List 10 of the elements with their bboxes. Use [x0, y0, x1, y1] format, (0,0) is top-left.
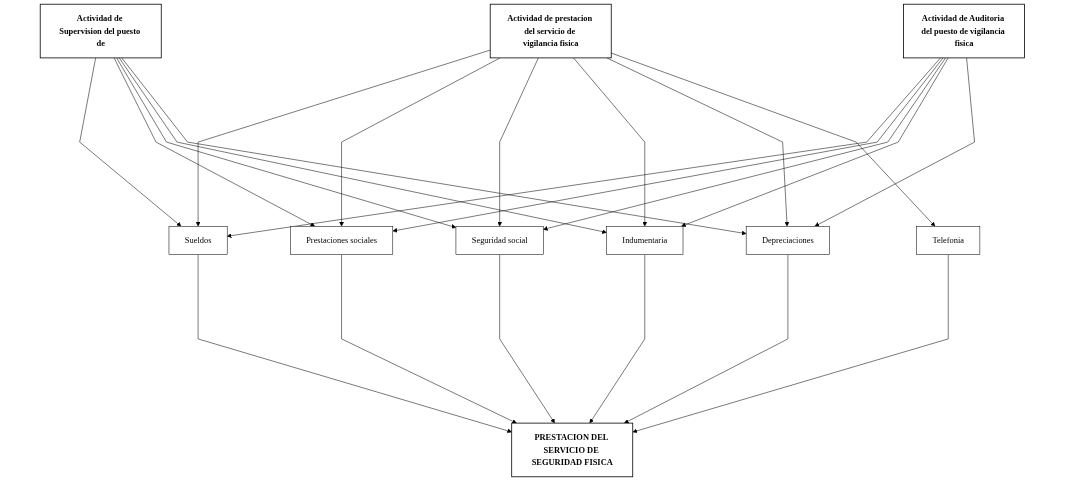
node-box: Prestaciones sociales — [290, 226, 394, 255]
node-box: Actividad de Supervision del puesto de — [39, 3, 162, 59]
node-box: Seguridad social — [455, 226, 544, 255]
node-box: PRESTACION DEL SERVICIO DE SEGURIDAD FISICA — [511, 422, 634, 478]
node-box: Sueldos — [168, 226, 228, 255]
node-box: Actividad de prestacion del servicio de vigilancia fisica — [489, 3, 612, 59]
node-box: Indumentaria — [606, 226, 684, 255]
node-box: Actividad de Auditoria del puesto de vigilancia fisica — [903, 3, 1026, 59]
node-box: Depreciaciones — [746, 226, 830, 255]
node-box: Telefonia — [916, 226, 981, 255]
